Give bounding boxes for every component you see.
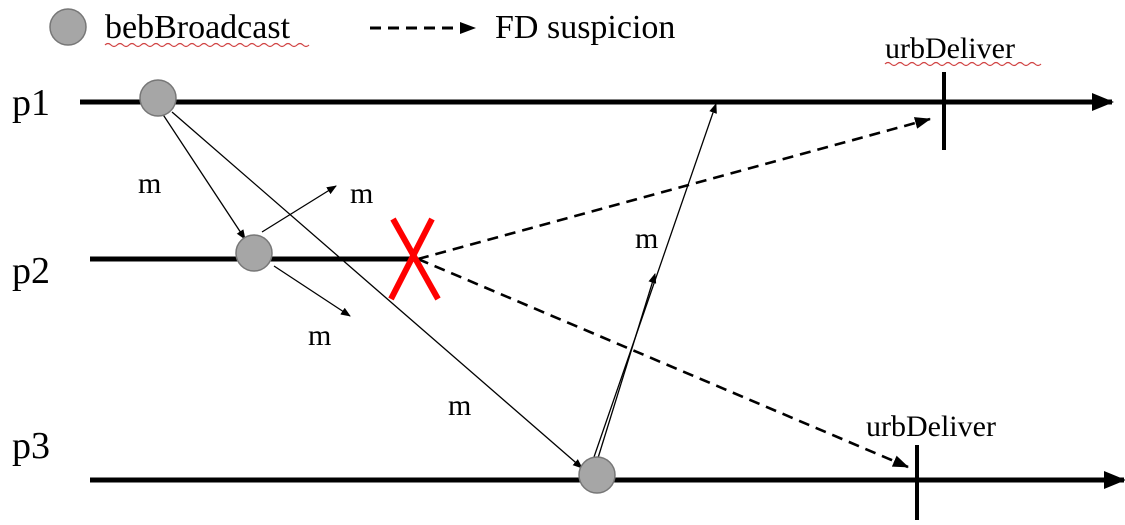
message-p3-to-p1 <box>593 103 717 458</box>
suspicion-arrow-p3 <box>417 257 909 469</box>
deliver-label-p3: urbDeliver <box>866 410 996 443</box>
suspicion-arrow-p1 <box>417 117 931 261</box>
legend-broadcast-label: bebBroadcast <box>105 9 291 46</box>
broadcast-event-p3 <box>578 456 616 494</box>
message-label-p1-to-p2: m <box>138 167 161 200</box>
message-label-p2-upper: m <box>350 177 373 210</box>
legend-spellcheck-underline <box>104 42 310 48</box>
message-label-p1-to-p3: m <box>448 389 471 422</box>
process-label-p2: p2 <box>12 250 50 292</box>
broadcast-event-p1 <box>139 79 177 117</box>
legend-broadcast-icon <box>49 8 87 46</box>
message-p3-to-p2 <box>597 273 657 459</box>
legend: bebBroadcast FD suspicion <box>49 8 675 48</box>
deliver-label-p1: urbDeliver <box>885 32 1015 65</box>
message-label-p3-to-p1: m <box>635 222 658 255</box>
legend-suspicion-label: FD suspicion <box>495 9 675 46</box>
deliver-label-p1-spellcheck <box>884 61 1042 67</box>
message-p2-upper <box>261 185 337 233</box>
message-p1-to-p2 <box>159 109 246 240</box>
process-label-p1: p1 <box>12 82 50 124</box>
message-p2-lower <box>273 265 351 317</box>
message-p1-to-p3 <box>171 111 583 469</box>
broadcast-event-p2 <box>235 234 273 272</box>
message-label-p2-lower: m <box>308 319 331 352</box>
process-label-p3: p3 <box>12 425 50 467</box>
crash-mark-icon <box>388 217 441 301</box>
